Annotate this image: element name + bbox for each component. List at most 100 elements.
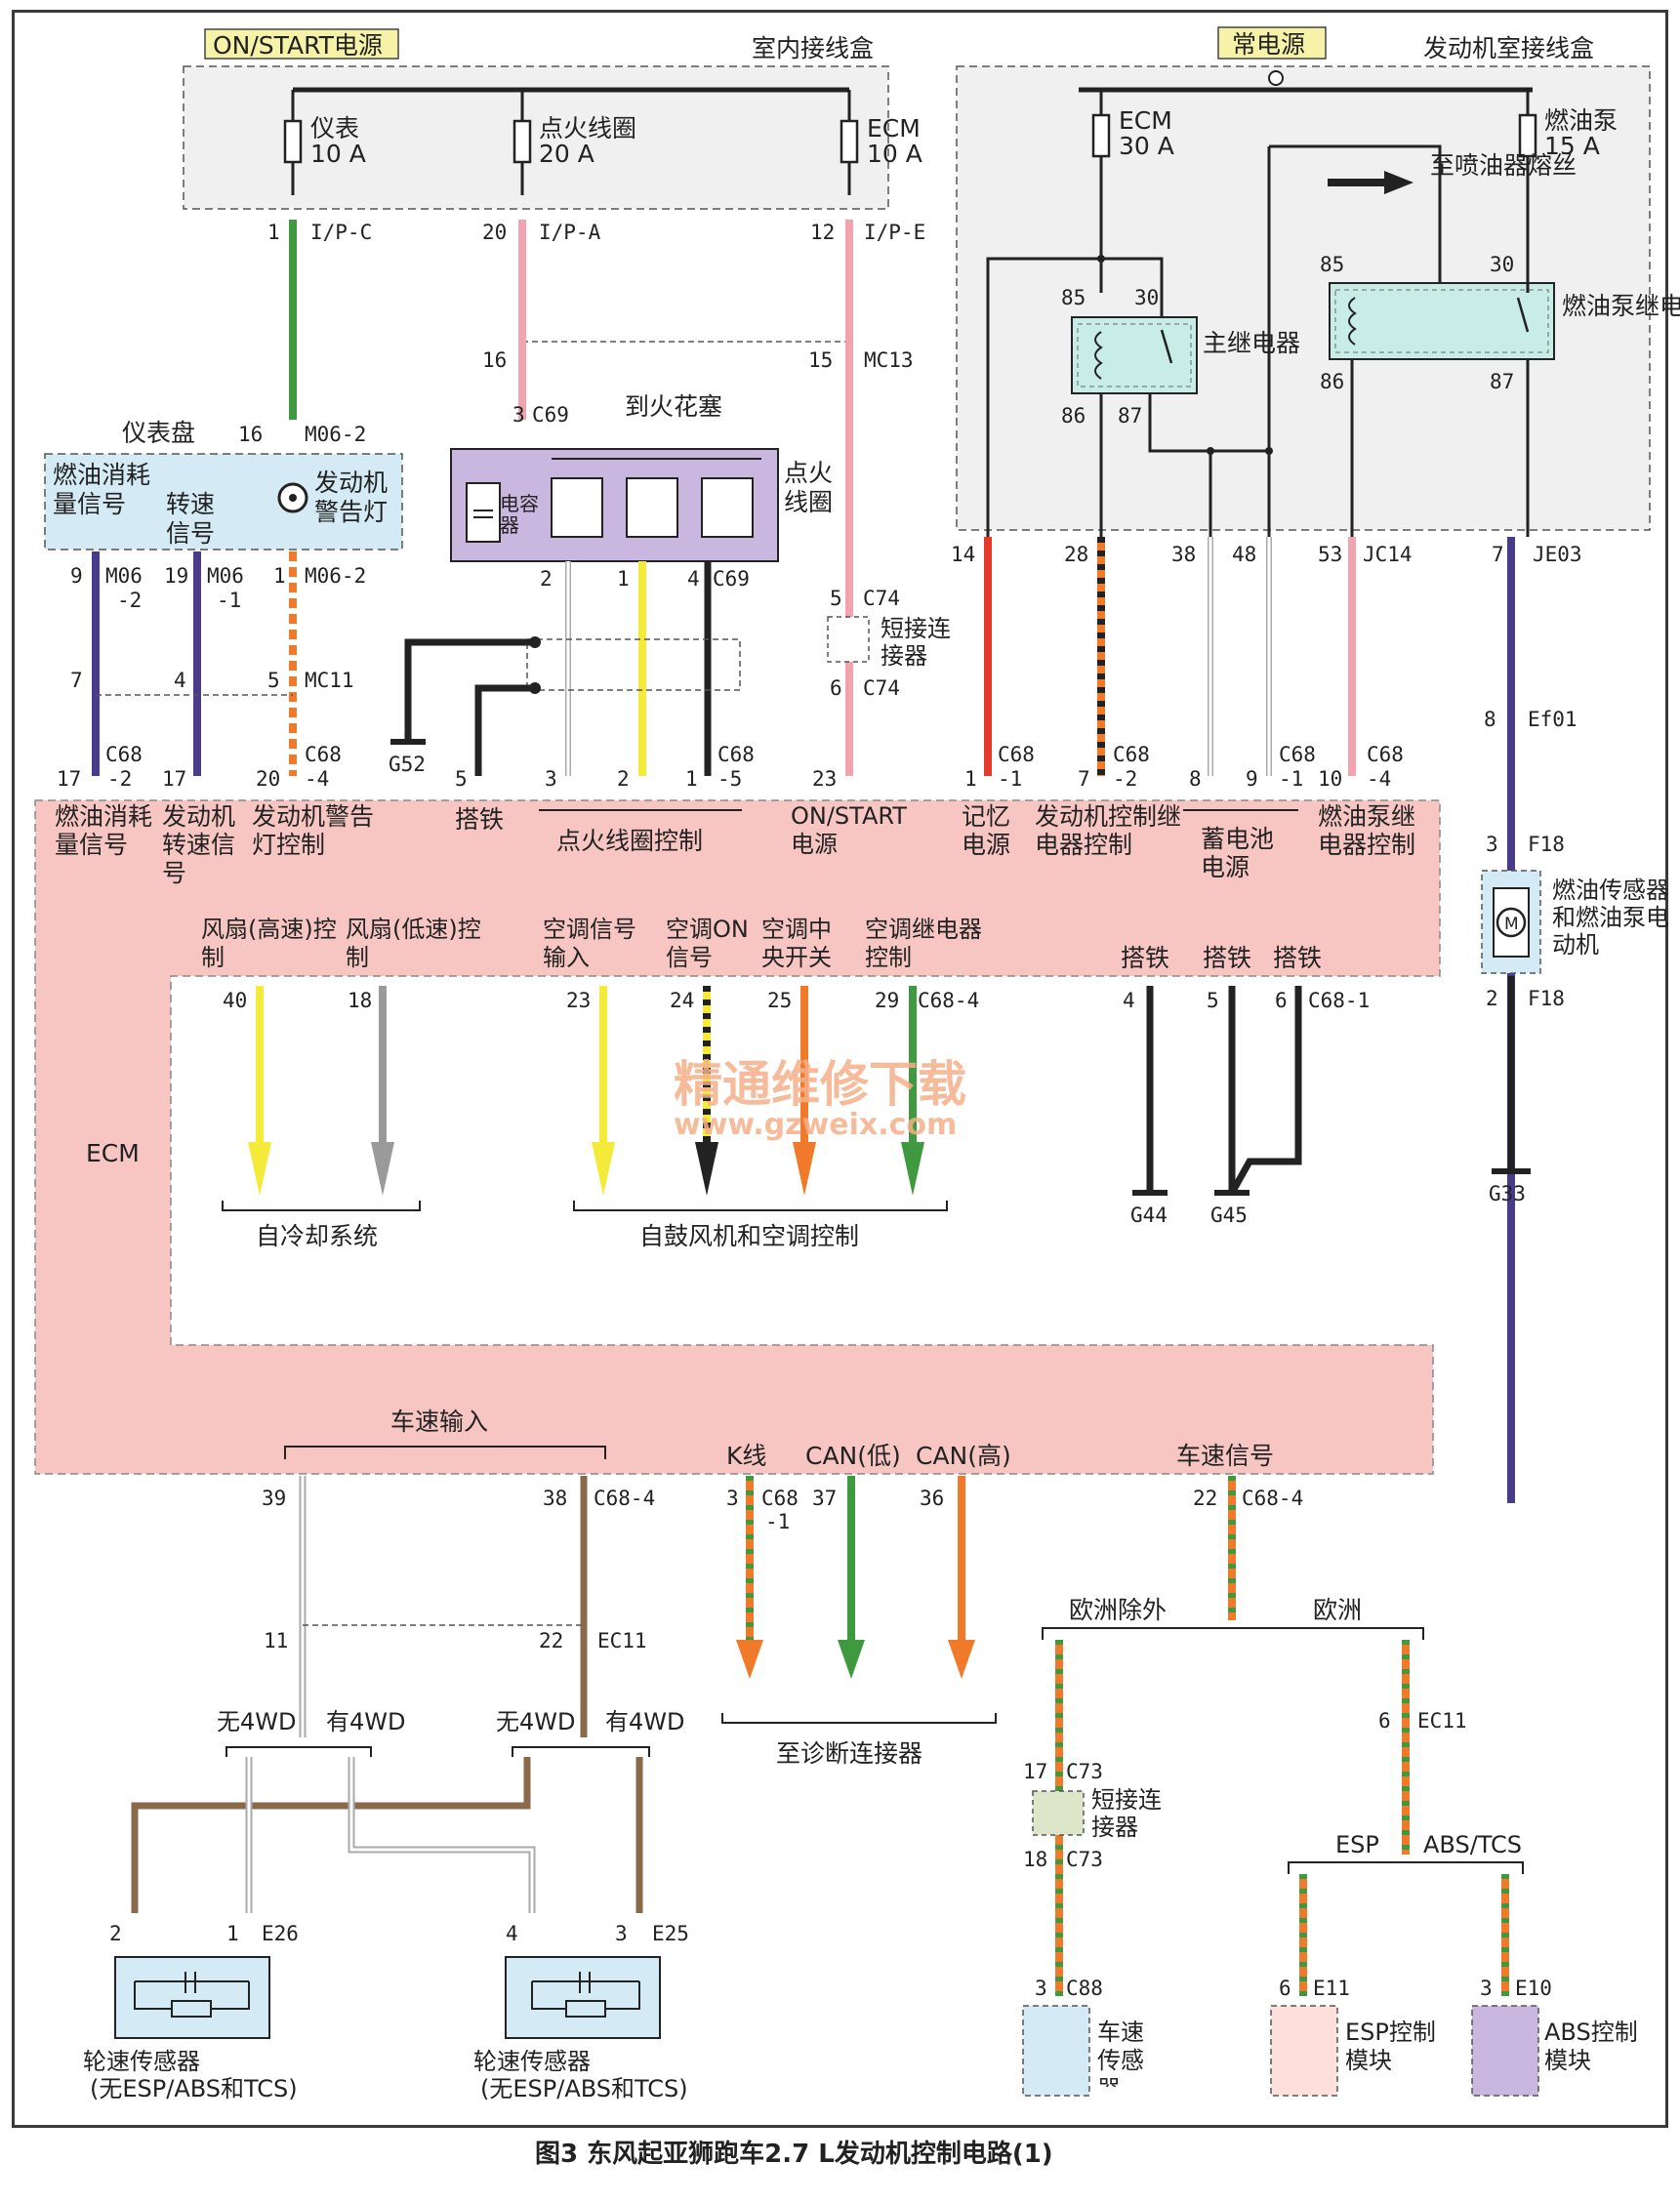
ecm-label: ECM <box>86 1139 140 1167</box>
pin-20-ipa: 20 <box>482 221 507 244</box>
fuel-pump-relay <box>1329 282 1555 360</box>
ecm-ign-ctrl-label: 点火线圈控制 <box>556 827 703 855</box>
fuse-ecm-30a-name: ECM <box>1119 106 1172 135</box>
on-start-source-label: ON/START电源 <box>213 31 383 60</box>
pin-1-ign: 1 <box>685 767 698 791</box>
pin-38-speed: 38 <box>543 1487 567 1510</box>
pin-23-ac: 23 <box>566 989 591 1012</box>
ecm-gnd3-label: 搭铁 <box>1273 944 1322 972</box>
fuel-pump-relay-label: 燃油泵继电器 <box>1562 292 1680 320</box>
pin-4-c69: 4 <box>687 567 700 591</box>
short-connector-c74-label: 短接连接器 <box>881 615 951 670</box>
pin-14: 14 <box>951 543 975 566</box>
main-relay-pin-85: 85 <box>1061 286 1086 309</box>
engine-fuse-box-label: 发动机室接线盒 <box>1423 34 1594 62</box>
ecm-fan-low-label: 风扇(低速)控制 <box>346 916 481 971</box>
constant-source-label: 常电源 <box>1232 30 1305 59</box>
pin-3-kline: 3 <box>726 1487 739 1510</box>
connector-c68-fuel: C68 <box>105 743 143 766</box>
fuse-ign-coil <box>512 90 532 195</box>
connector-ec11-eu: EC11 <box>1417 1709 1467 1733</box>
instrument-cluster <box>44 453 403 551</box>
fuse-fuel-pump-name: 燃油泵 <box>1544 106 1618 135</box>
connector-m06-a-sub: -2 <box>117 589 142 612</box>
fuse-cluster-rating: 10 A <box>310 140 366 168</box>
pin-29: 29 <box>875 989 899 1012</box>
connector-c68-pump: C68 <box>1367 743 1404 766</box>
fuse-ecm-30a-rating: 30 A <box>1119 132 1174 160</box>
dest-cooling: 自冷却系统 <box>256 1222 378 1250</box>
pin-8-battery: 8 <box>1189 767 1202 791</box>
pin-4-gnd: 4 <box>1123 989 1135 1012</box>
pin-3-e10: 3 <box>1480 1977 1493 2000</box>
wire-white-e25 <box>348 1757 536 1913</box>
connector-ipc: I/P-C <box>310 221 372 244</box>
pin-3-c88: 3 <box>1035 1977 1047 2000</box>
connector-e11: E11 <box>1313 1977 1350 2000</box>
esp-module <box>1270 2005 1338 2097</box>
connector-e25: E25 <box>652 1922 689 1945</box>
pin-7-main: 7 <box>1078 767 1090 791</box>
pin-19-m06: 19 <box>164 564 188 588</box>
connector-c68-warn: C68 <box>305 743 342 766</box>
connector-c68-kline-sub: -1 <box>765 1510 790 1533</box>
pin-16-mc13: 16 <box>482 348 507 372</box>
fuse-fuel-pump-rating: 15 A <box>1544 132 1600 160</box>
to-injector-label: 至喷油器熔丝 <box>1430 151 1577 180</box>
pin-5-gnd: 5 <box>455 767 468 791</box>
ecm-memory-label: 记忆电源 <box>962 802 1011 859</box>
pin-5-mc11: 5 <box>267 669 280 692</box>
ecm-fuel-label: 燃油消耗量信号 <box>55 802 152 859</box>
ground-g52: G52 <box>389 753 426 776</box>
connector-je03: JE03 <box>1533 543 1582 566</box>
variant-with4wd-1: 有4WD <box>326 1708 405 1735</box>
connector-c68-fuel-sub: -2 <box>107 767 132 791</box>
connector-c69-bottom: C69 <box>713 567 750 591</box>
pin-6-gnd: 6 <box>1275 989 1288 1012</box>
ecm-kline-label: K线 <box>726 1442 766 1470</box>
on-start-source-box <box>204 28 399 60</box>
connector-c68-main: C68 <box>1113 743 1150 766</box>
pin-6-e11: 6 <box>1279 1977 1291 2000</box>
pin-2-f18: 2 <box>1486 987 1498 1010</box>
connector-c68-4-ac: C68-4 <box>918 989 979 1012</box>
main-relay-label: 主继电器 <box>1203 329 1300 357</box>
speed-signal-label: 转速信号 <box>166 490 216 548</box>
variant-no4wd-2: 无4WD <box>496 1708 575 1735</box>
pin-38: 38 <box>1171 543 1196 566</box>
wire-brown-e26 <box>131 1757 531 1913</box>
pin-17-c73: 17 <box>1023 1760 1047 1783</box>
wheel-sensor-2-label: 轮速传感器 <box>473 2048 591 2075</box>
ecm-can-low-label: CAN(低) <box>805 1442 901 1470</box>
pin-16-m062: 16 <box>238 423 263 446</box>
connector-mc11: MC11 <box>305 669 354 692</box>
pin-8-ef01: 8 <box>1484 708 1496 731</box>
pin-48: 48 <box>1232 543 1256 566</box>
svg-text:M: M <box>1504 915 1519 934</box>
connector-c68-ign-sub: -5 <box>717 767 742 791</box>
connector-c69-top: C69 <box>532 403 569 427</box>
connector-f18-top: F18 <box>1528 833 1565 856</box>
ecm-ground-label: 搭铁 <box>455 805 504 834</box>
connector-c68-pump-sub: -4 <box>1367 767 1391 791</box>
pin-1-ipc: 1 <box>267 221 280 244</box>
esp-module-label: ESP控制模块 <box>1345 2019 1436 2074</box>
fuel-pump-motor-label: 燃油传感器和燃油泵电动机 <box>1552 877 1669 959</box>
ecm-gnd1-label: 搭铁 <box>1121 944 1169 972</box>
pump-relay-pin-87: 87 <box>1490 370 1514 393</box>
connector-c74-bottom: C74 <box>863 676 900 700</box>
variant-abs-tcs: ABS/TCS <box>1423 1831 1522 1858</box>
connector-c68-1-gnd: C68-1 <box>1308 989 1370 1012</box>
ecm-ac-relay-label: 空调继电器控制 <box>865 916 982 971</box>
connector-c73-top: C73 <box>1066 1760 1103 1783</box>
wire-black-g45b <box>1228 986 1302 1195</box>
wheel-sensor-1 <box>114 1956 270 2039</box>
connector-c68-warn-sub: -4 <box>305 767 329 791</box>
fuse-cluster <box>283 90 303 195</box>
wheel-sensor-1-note: (无ESP/ABS和TCS) <box>90 2075 298 2102</box>
battery-terminal <box>1268 70 1284 86</box>
variant-eu: 欧洲 <box>1313 1596 1362 1624</box>
engine-box-wiring <box>986 144 1530 537</box>
connector-c88: C88 <box>1066 1977 1103 2000</box>
